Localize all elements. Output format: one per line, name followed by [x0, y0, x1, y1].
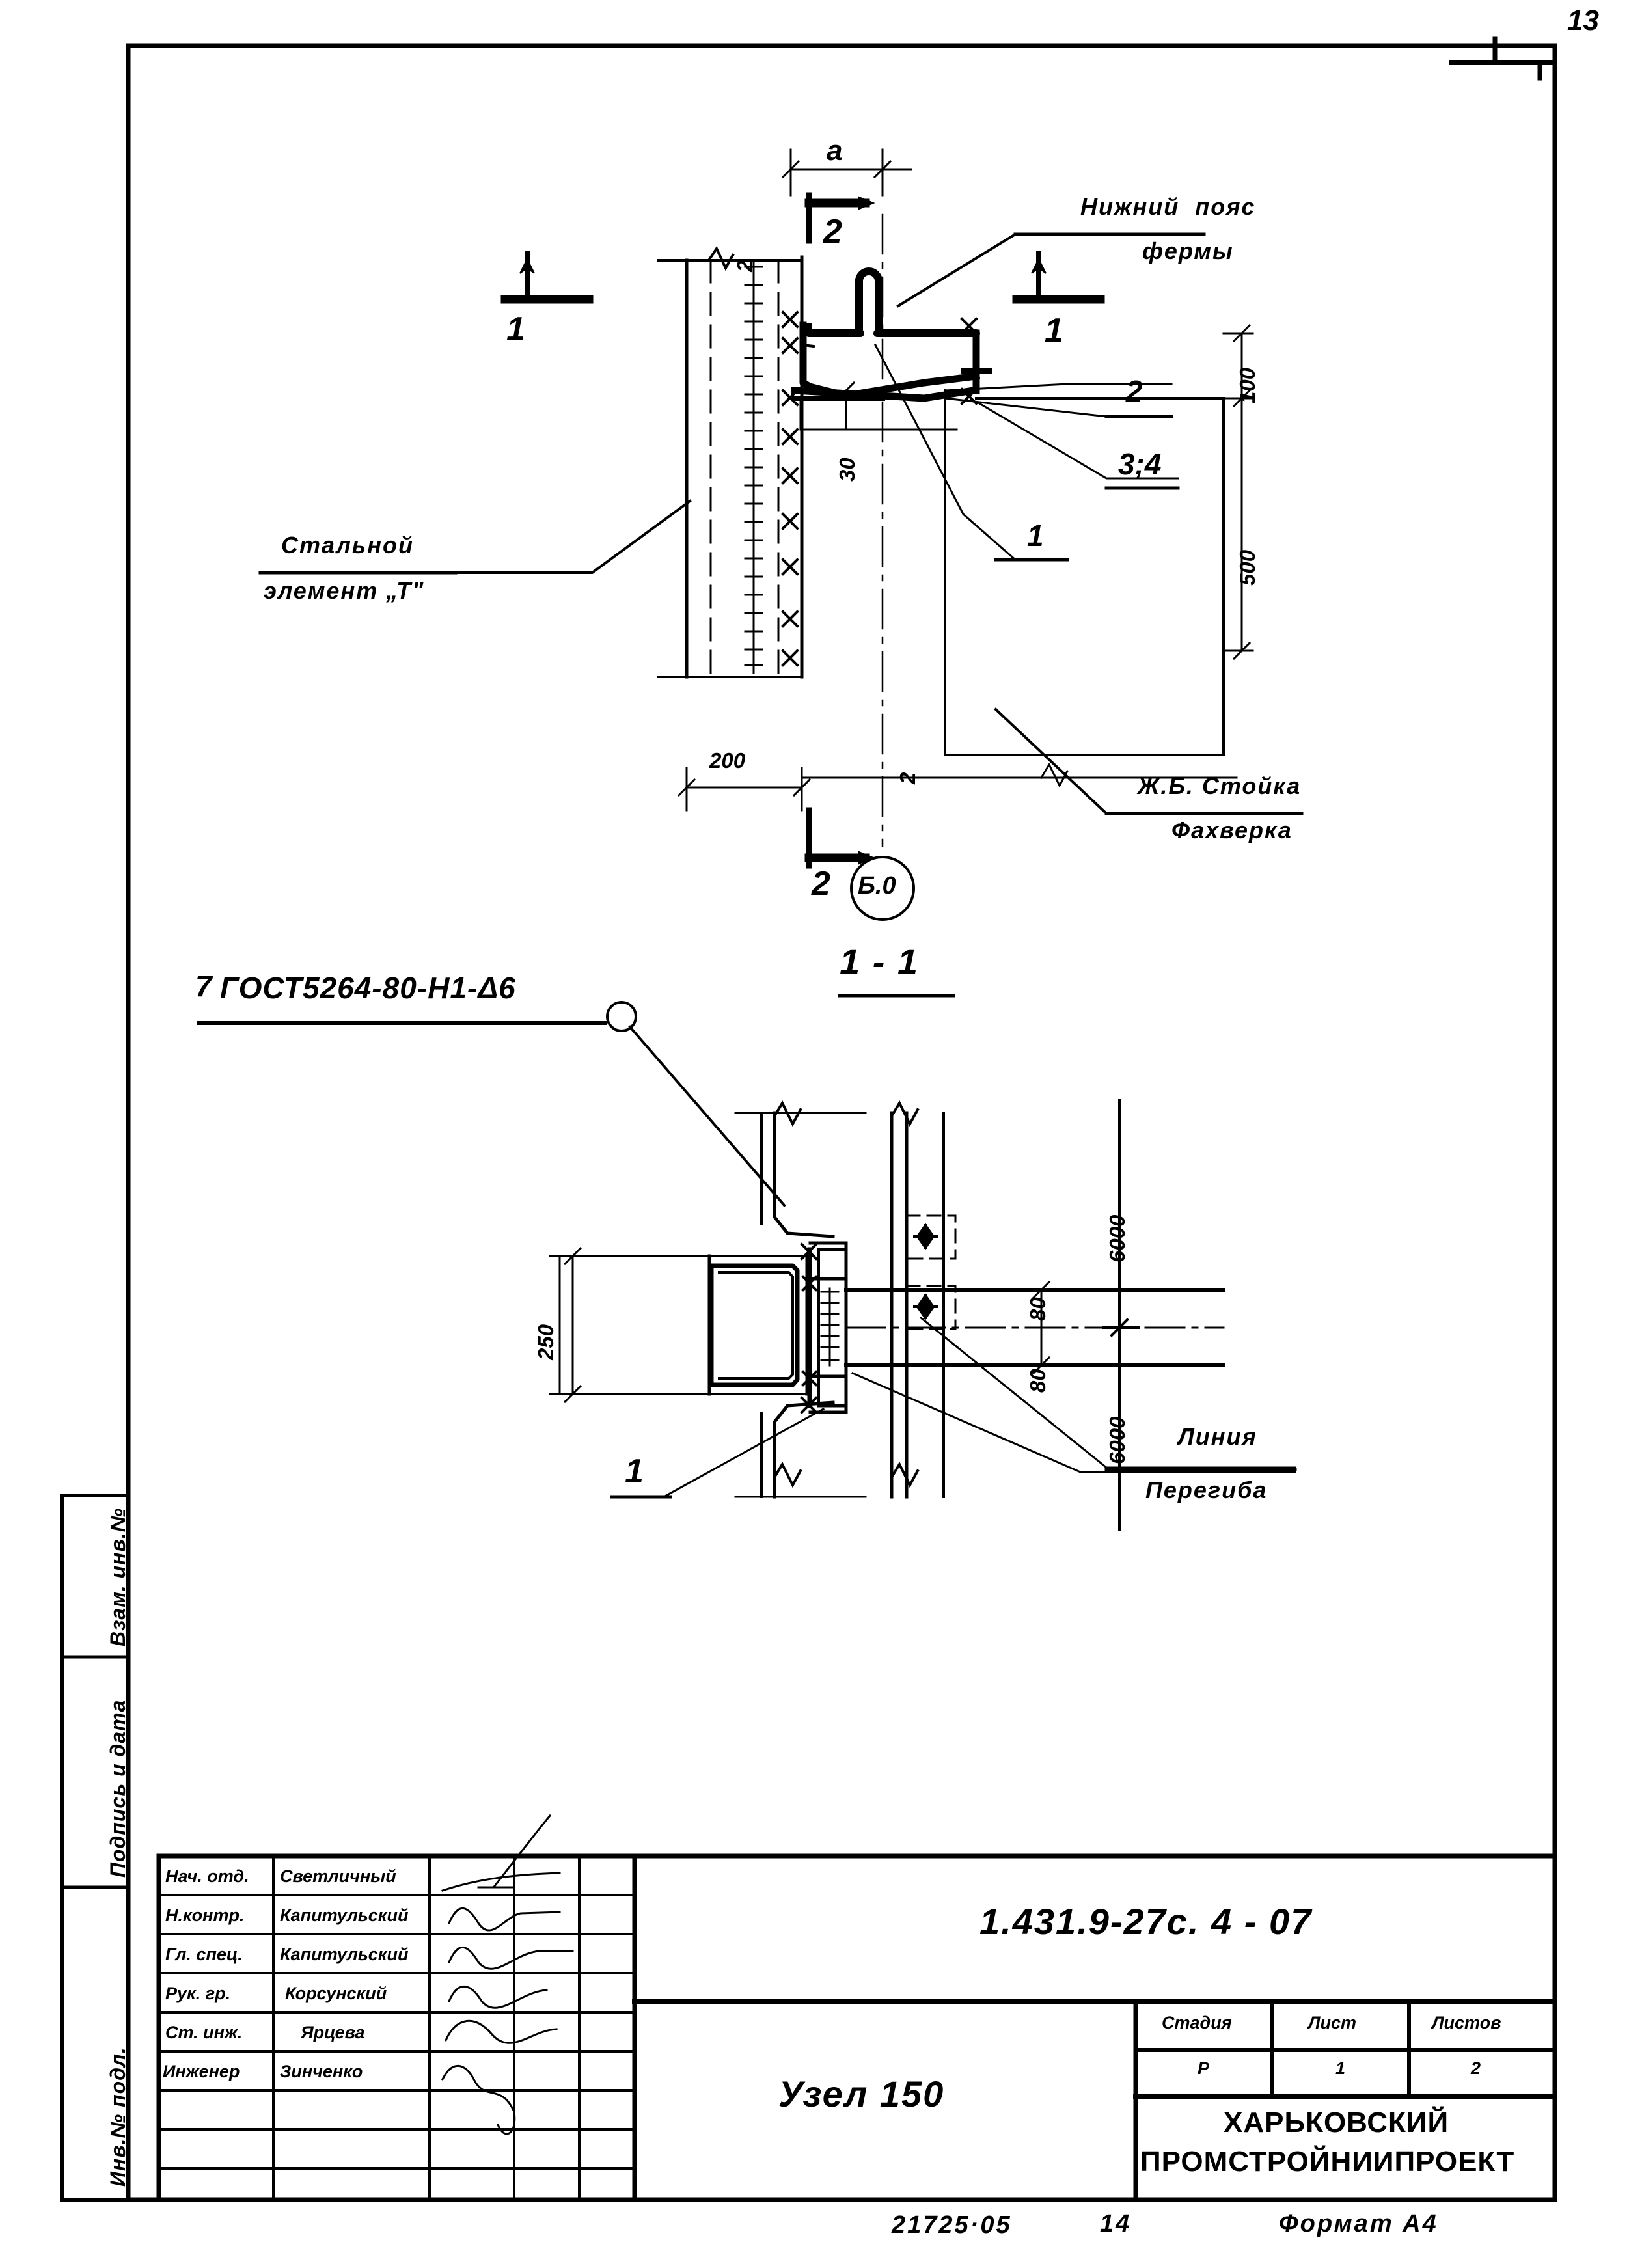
label-steel-element-line1: Стальной: [281, 532, 414, 558]
label-fold-line-line2: Перегиба: [1145, 1477, 1268, 1503]
sheet-format-note: Формат А4: [1279, 2210, 1438, 2237]
title-row-role-5: Инженер: [163, 2062, 240, 2081]
section-title-1-1: 1 - 1: [840, 941, 920, 982]
status-value-stage: Р: [1198, 2058, 1210, 2078]
label-steel-element-line2: элемент „Т": [264, 577, 425, 604]
title-row-role-4: Ст. инж.: [165, 2023, 243, 2042]
title-row-name-4: Ярцева: [301, 2023, 365, 2042]
section-mark-2-top: 2: [823, 213, 842, 251]
section-mark-1-right: 1: [1045, 312, 1063, 349]
title-row-name-3: Корсунский: [285, 1984, 387, 2003]
margin-label-vzam-inv: Взам. инв.№: [106, 1507, 130, 1646]
break-mark-2-lower: 2: [896, 772, 920, 784]
archive-code: 21725·05: [892, 2211, 1012, 2239]
title-row-role-2: Гл. спец.: [165, 1945, 243, 1964]
weld-symbol-icon: 7: [195, 969, 212, 1003]
section-mark-2-bottom: 2: [812, 865, 830, 903]
label-bottom-chord-line1: Нижний пояс: [1080, 193, 1256, 220]
dimension-6000-bottom: 6000: [1105, 1416, 1129, 1464]
weld-standard-note: ГОСТ5264-80-Н1-Δ6: [220, 971, 516, 1005]
margin-label-signature-date: Подпись и дата: [106, 1699, 130, 1878]
callout-pos-2: 2: [1126, 374, 1143, 408]
dimension-80-top: 80: [1026, 1297, 1050, 1321]
document-code: 1.431.9-27с. 4 - 07: [979, 1901, 1313, 1942]
organization-line2: ПРОМСТРОЙНИИПРОЕКТ: [1140, 2146, 1515, 2178]
page-number: 13: [1567, 5, 1599, 36]
label-concrete-post-line2: Фахверка: [1171, 817, 1293, 843]
title-row-role-3: Рук. гр.: [165, 1984, 231, 2003]
section-callout-pos-1: 1: [625, 1453, 644, 1490]
dimension-500: 500: [1235, 549, 1259, 586]
dimension-a: a: [827, 135, 843, 167]
dimension-250: 250: [534, 1324, 558, 1360]
title-row-name-2: Капитульский: [280, 1945, 409, 1964]
drawing-name: Узел 150: [778, 2073, 945, 2114]
status-value-sheets: 2: [1471, 2058, 1481, 2078]
status-header-sheets: Листов: [1432, 2013, 1501, 2032]
archive-page: 14: [1100, 2210, 1132, 2237]
organization-line1: ХАРЬКОВСКИЙ: [1224, 2107, 1449, 2138]
section-mark-1-left: 1: [506, 310, 525, 348]
break-mark-2-upper: 2: [733, 260, 757, 272]
status-header-stage: Стадия: [1162, 2013, 1232, 2032]
callout-pos-1: 1: [1027, 519, 1044, 553]
dimension-200: 200: [709, 748, 746, 772]
label-concrete-post-line1: Ж.Б. Стойка: [1138, 772, 1302, 799]
label-bottom-chord-line2: фермы: [1142, 238, 1234, 264]
title-row-name-0: Светличный: [280, 1866, 396, 1886]
title-row-name-1: Капитульский: [280, 1906, 409, 1925]
callout-pos-3-4: 3;4: [1118, 447, 1162, 481]
axis-bubble-label: Б.0: [858, 872, 896, 899]
dimension-30: 30: [835, 458, 859, 482]
title-row-role-0: Нач. отд.: [165, 1866, 249, 1886]
dimension-80-bottom: 80: [1026, 1369, 1050, 1393]
title-row-role-1: Н.контр.: [165, 1906, 245, 1925]
dimension-6000-top: 6000: [1105, 1214, 1129, 1263]
status-value-sheet: 1: [1335, 2058, 1346, 2078]
margin-label-inv-podl: Инв.№ подл.: [106, 2047, 130, 2187]
title-row-name-5: Зинченко: [280, 2062, 363, 2081]
dimension-100: 100: [1235, 367, 1259, 403]
status-header-sheet: Лист: [1308, 2013, 1357, 2032]
label-fold-line-line1: Линия: [1178, 1423, 1257, 1450]
